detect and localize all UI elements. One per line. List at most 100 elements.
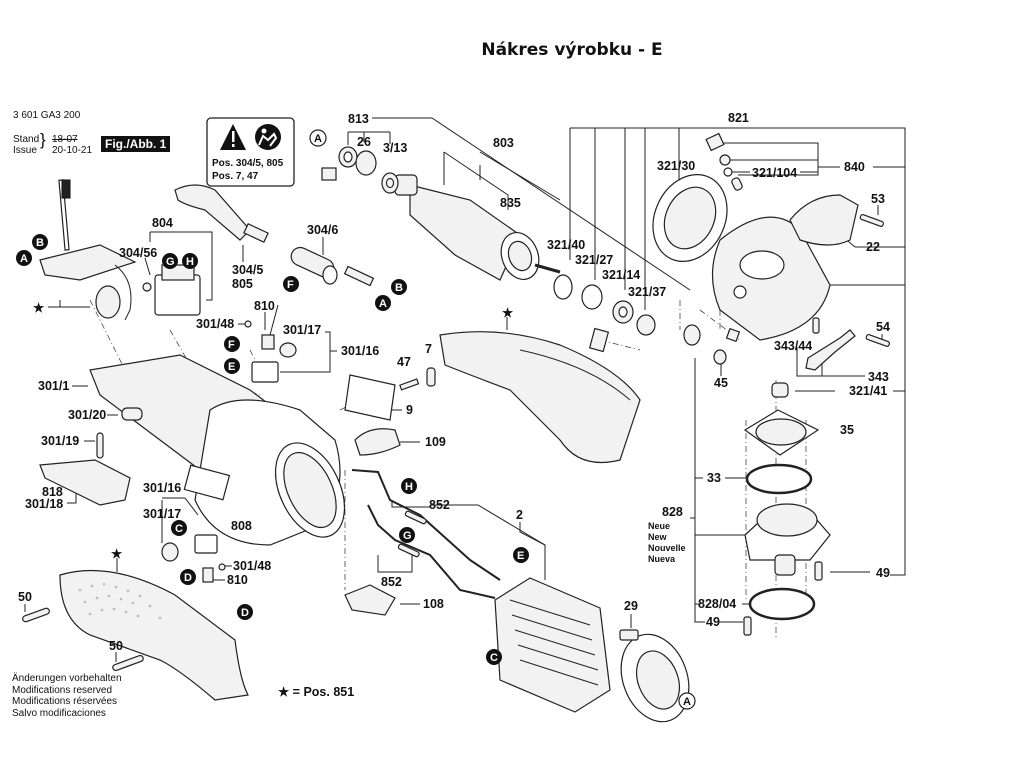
label-852-bottom: 852 bbox=[381, 575, 402, 589]
label-828: 828 bbox=[662, 505, 683, 519]
callout-d-left: D bbox=[180, 569, 196, 585]
label-321-14: 321/14 bbox=[602, 268, 640, 282]
callout-e-mid: E bbox=[224, 358, 240, 374]
callout-c-bottom: C bbox=[486, 649, 502, 665]
svg-text:A: A bbox=[379, 298, 387, 310]
switch-housing bbox=[39, 179, 137, 321]
label-813: 813 bbox=[348, 112, 369, 126]
old-date: 18-07 bbox=[52, 134, 78, 145]
part-number: 3 601 GA3 200 bbox=[13, 110, 81, 121]
issue-date: 20-10-21 bbox=[52, 145, 93, 156]
brush-holder-top bbox=[244, 304, 297, 383]
page-title: Nákres výrobku - E bbox=[481, 40, 663, 60]
callouts: A B A G H F B A F E C D D H G E C A bbox=[16, 129, 696, 710]
figure-label: Fig./Abb. 1 bbox=[101, 136, 171, 152]
label-304-6: 304/6 bbox=[307, 223, 338, 237]
armature bbox=[394, 174, 561, 281]
label-343: 343 bbox=[868, 370, 889, 384]
label-321-40: 321/40 bbox=[547, 238, 585, 252]
star-icon: ★ bbox=[111, 547, 123, 561]
label-54: 54 bbox=[876, 320, 890, 334]
label-804: 804 bbox=[152, 216, 173, 230]
svg-text:D: D bbox=[184, 572, 192, 584]
modification-notes: Änderungen vorbehalten Modifications res… bbox=[12, 673, 122, 719]
read-manual-icon bbox=[255, 124, 281, 150]
callout-b-mid: B bbox=[391, 279, 407, 295]
label-835: 835 bbox=[500, 196, 521, 210]
new-version-note: Neue New Nouvelle Nueva bbox=[648, 521, 686, 564]
label-50-bottom: 50 bbox=[109, 639, 123, 653]
label-321-30: 321/30 bbox=[657, 159, 695, 173]
label-109: 109 bbox=[425, 435, 446, 449]
label-47: 47 bbox=[397, 355, 411, 369]
svg-text:G: G bbox=[166, 256, 175, 268]
label-301-48-bottom: 301/48 bbox=[233, 559, 271, 573]
label-321-41: 321/41 bbox=[849, 384, 887, 398]
callout-a-bottom: A bbox=[678, 692, 696, 710]
label-304-56: 304/56 bbox=[119, 246, 157, 260]
label-26: 26 bbox=[357, 135, 371, 149]
callout-b-left: B bbox=[32, 234, 48, 250]
label-49-right: 49 bbox=[876, 566, 890, 580]
label-803: 803 bbox=[493, 136, 514, 150]
callout-h-top: H bbox=[182, 253, 198, 269]
svg-text:C: C bbox=[490, 652, 498, 664]
note-en: Modifications reserved bbox=[12, 684, 113, 696]
new-text: New bbox=[648, 532, 668, 542]
label-301-17-bottom: 301/17 bbox=[143, 507, 181, 521]
label-301-19: 301/19 bbox=[41, 434, 79, 448]
label-821: 821 bbox=[728, 111, 749, 125]
nueva-text: Nueva bbox=[648, 554, 676, 564]
svg-text:H: H bbox=[186, 256, 194, 268]
callout-a-left: A bbox=[16, 250, 32, 266]
label-45: 45 bbox=[714, 376, 728, 390]
note-de: Änderungen vorbehalten bbox=[12, 673, 122, 684]
callout-f-top: F bbox=[283, 276, 299, 292]
callout-e-bottom: E bbox=[513, 547, 529, 563]
label-53: 53 bbox=[871, 192, 885, 206]
parts: ★ ★ ★ bbox=[22, 132, 890, 723]
callout-f-mid: F bbox=[224, 336, 240, 352]
label-301-48-top: 301/48 bbox=[196, 317, 234, 331]
label-35: 35 bbox=[840, 423, 854, 437]
label-3-13: 3/13 bbox=[383, 141, 407, 155]
callout-h-bottom: H bbox=[401, 478, 417, 494]
warning-box: Pos. 304/5, 805 Pos. 7, 47 bbox=[206, 117, 295, 187]
note-es: Salvo modificaciones bbox=[12, 707, 106, 719]
label-321-27: 321/27 bbox=[575, 253, 613, 267]
svg-text:A: A bbox=[314, 133, 322, 145]
label-301-18: 301/18 bbox=[25, 497, 63, 511]
neue-text: Neue bbox=[648, 521, 670, 531]
label-321-37: 321/37 bbox=[628, 285, 666, 299]
svg-text:D: D bbox=[241, 607, 249, 619]
switch-module bbox=[142, 264, 201, 316]
label-301-20: 301/20 bbox=[68, 408, 106, 422]
callout-g-top: G bbox=[162, 253, 178, 269]
label-2: 2 bbox=[516, 508, 523, 522]
label-49-bottom: 49 bbox=[706, 615, 720, 629]
label-301-17-top: 301/17 bbox=[283, 323, 321, 337]
label-852-top: 852 bbox=[429, 498, 450, 512]
spindle-gearbox bbox=[744, 503, 831, 576]
field-coil bbox=[494, 577, 611, 713]
stand-label: Stand bbox=[13, 134, 40, 145]
issue-label: Issue bbox=[13, 145, 37, 156]
label-50-left: 50 bbox=[18, 590, 32, 604]
callout-a-top: A bbox=[309, 129, 327, 147]
warning-line-1: Pos. 304/5, 805 bbox=[212, 158, 284, 169]
gear-housing-cover bbox=[439, 331, 641, 464]
label-301-16-top: 301/16 bbox=[341, 344, 379, 358]
nouvelle-text: Nouvelle bbox=[648, 543, 686, 553]
callout-g-bottom: G bbox=[399, 527, 415, 543]
label-810-bottom: 810 bbox=[227, 573, 248, 587]
label-840: 840 bbox=[844, 160, 865, 174]
brace-icon: } bbox=[40, 130, 46, 149]
callout-a-mid: A bbox=[375, 295, 391, 311]
label-108: 108 bbox=[423, 597, 444, 611]
label-7: 7 bbox=[425, 342, 432, 356]
svg-text:A: A bbox=[683, 696, 691, 708]
label-301-16-bottom: 301/16 bbox=[143, 481, 181, 495]
svg-text:B: B bbox=[36, 237, 44, 249]
label-304-5: 304/5 bbox=[232, 263, 263, 277]
